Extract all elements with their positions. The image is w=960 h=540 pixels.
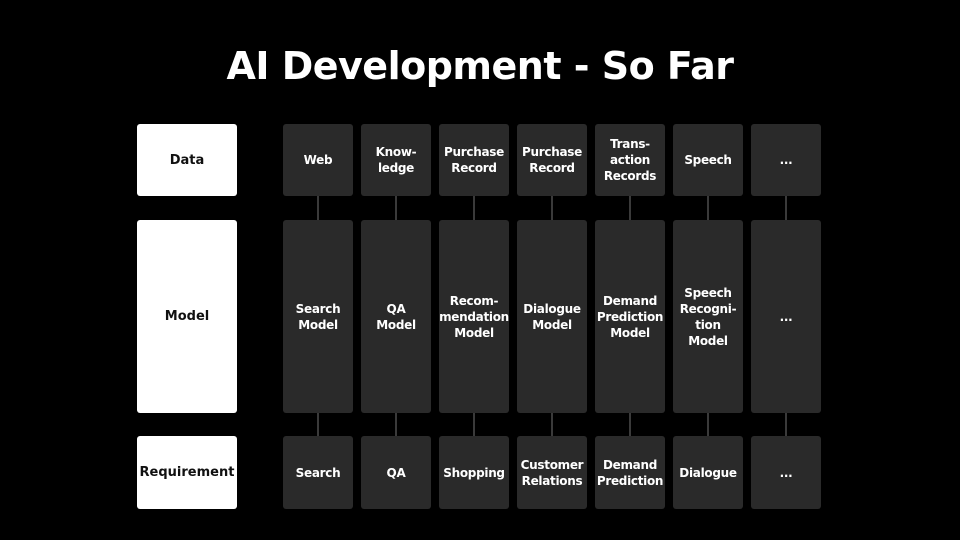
cell-requirement: Search xyxy=(283,436,353,509)
cell-requirement: Dialogue xyxy=(673,436,743,509)
connector-model-requirement xyxy=(473,413,475,436)
cell-model: Dialogue Model xyxy=(517,220,587,413)
row-label-requirement: Requirement xyxy=(137,436,237,509)
cell-data: Purchase Record xyxy=(517,124,587,196)
row-label-model: Model xyxy=(137,220,237,413)
connector-data-model xyxy=(551,196,553,220)
cell-data: ... xyxy=(751,124,821,196)
cell-requirement: QA xyxy=(361,436,431,509)
connector-model-requirement xyxy=(395,413,397,436)
connector-model-requirement xyxy=(629,413,631,436)
cell-requirement: Customer Relations xyxy=(517,436,587,509)
cell-requirement: ... xyxy=(751,436,821,509)
cell-model: Demand Prediction Model xyxy=(595,220,665,413)
cell-data: Trans- action Records xyxy=(595,124,665,196)
cell-model: ... xyxy=(751,220,821,413)
cell-requirement: Demand Prediction xyxy=(595,436,665,509)
row-label-data: Data xyxy=(137,124,237,196)
connector-data-model xyxy=(473,196,475,220)
connector-data-model xyxy=(317,196,319,220)
cell-data: Know- ledge xyxy=(361,124,431,196)
cell-model: QA Model xyxy=(361,220,431,413)
cell-requirement: Shopping xyxy=(439,436,509,509)
connector-model-requirement xyxy=(317,413,319,436)
cell-model: Search Model xyxy=(283,220,353,413)
cell-model: Speech Recogni- tion Model xyxy=(673,220,743,413)
cell-model: Recom- mendation Model xyxy=(439,220,509,413)
cell-data: Web xyxy=(283,124,353,196)
connector-model-requirement xyxy=(551,413,553,436)
connector-data-model xyxy=(707,196,709,220)
cell-data: Purchase Record xyxy=(439,124,509,196)
connector-model-requirement xyxy=(707,413,709,436)
slide-title: AI Development - So Far xyxy=(226,44,734,88)
connector-data-model xyxy=(629,196,631,220)
connector-data-model xyxy=(785,196,787,220)
connector-model-requirement xyxy=(785,413,787,436)
cell-data: Speech xyxy=(673,124,743,196)
connector-data-model xyxy=(395,196,397,220)
